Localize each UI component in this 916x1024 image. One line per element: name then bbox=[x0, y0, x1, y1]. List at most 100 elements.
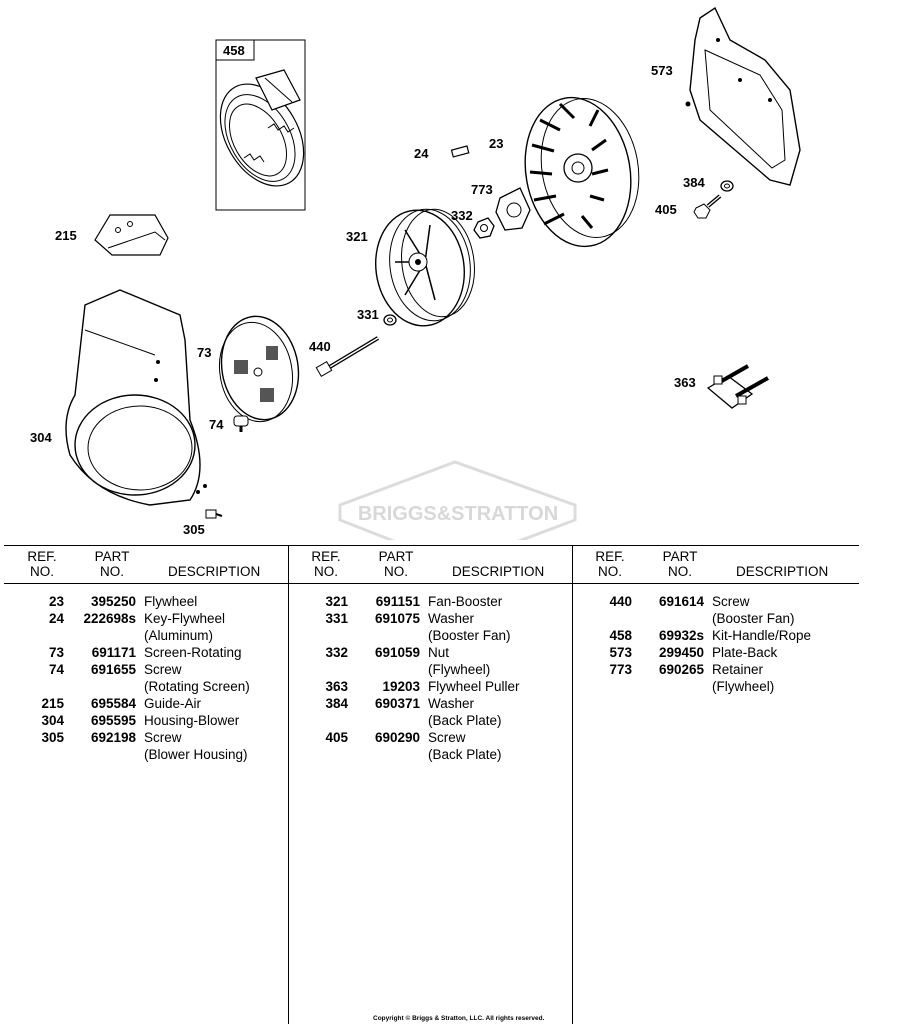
callout-321: 321 bbox=[346, 229, 368, 244]
callout-773: 773 bbox=[471, 182, 493, 197]
copyright-notice: Copyright © Briggs & Stratton, LLC. All … bbox=[373, 1015, 545, 1022]
flywheel-retainer-part bbox=[495, 187, 531, 231]
description: Screen-Rotating bbox=[144, 645, 242, 660]
description: Screw (Back Plate) bbox=[428, 730, 502, 762]
table-row: 304 695595 Housing-Blower bbox=[18, 712, 286, 729]
callout-332: 332 bbox=[451, 208, 473, 223]
table-header-rule bbox=[4, 583, 859, 584]
ref-no: 321 bbox=[325, 594, 348, 609]
description: Flywheel bbox=[144, 594, 198, 609]
ref-no: 304 bbox=[41, 713, 64, 728]
description: Plate-Back bbox=[712, 645, 778, 660]
part-no-header: PART NO. bbox=[662, 549, 698, 579]
ref-no: 215 bbox=[41, 696, 64, 711]
part-no: 690371 bbox=[374, 696, 420, 711]
ref-no: 405 bbox=[325, 730, 348, 745]
back-plate-washer-part bbox=[720, 180, 734, 192]
description: Fan-Booster bbox=[428, 594, 503, 609]
part-no: 691171 bbox=[91, 645, 136, 660]
description: Housing-Blower bbox=[144, 713, 240, 728]
table-row: 24 222698s Key-Flywheel (Aluminum) bbox=[18, 610, 286, 644]
part-no: 299450 bbox=[658, 645, 704, 660]
part-no: 222698s bbox=[83, 611, 136, 626]
callout-405: 405 bbox=[655, 202, 677, 217]
part-no: 19203 bbox=[382, 679, 420, 694]
ref-no: 363 bbox=[325, 679, 348, 694]
flywheel-part bbox=[524, 96, 640, 248]
description: Screw (Blower Housing) bbox=[144, 730, 248, 762]
table-row: 331 691075 Washer (Booster Fan) bbox=[302, 610, 570, 644]
column-divider-2 bbox=[572, 545, 573, 1024]
booster-fan-screw-part bbox=[315, 336, 380, 378]
watermark-text: BRIGGS&STRATTON bbox=[358, 503, 558, 525]
table-row: 305 692198 Screw (Blower Housing) bbox=[18, 729, 286, 763]
description: Kit-Handle/Rope bbox=[712, 628, 812, 643]
part-no: 691614 bbox=[658, 594, 704, 609]
table-row: 363 19203 Flywheel Puller bbox=[302, 678, 570, 695]
flywheel-puller-part bbox=[706, 364, 769, 409]
flywheel-nut-part bbox=[473, 217, 495, 239]
callout-458: 458 bbox=[223, 43, 245, 58]
handle-rope-kit-box bbox=[215, 39, 306, 211]
description: Washer (Back Plate) bbox=[428, 696, 502, 728]
exploded-parts-diagram: BRIGGS&STRATTON bbox=[30, 6, 801, 540]
description: Key-Flywheel (Aluminum) bbox=[144, 611, 226, 643]
callout-24: 24 bbox=[414, 146, 429, 161]
ref-no: 73 bbox=[48, 645, 64, 660]
description: Retainer (Flywheel) bbox=[712, 662, 775, 694]
column-divider-1 bbox=[288, 545, 289, 1024]
callout-73: 73 bbox=[197, 345, 211, 360]
part-no: 695584 bbox=[90, 696, 136, 711]
callout-573: 573 bbox=[651, 63, 673, 78]
description: Washer (Booster Fan) bbox=[428, 611, 511, 643]
callout-363: 363 bbox=[674, 375, 696, 390]
housing-screw-part bbox=[205, 509, 223, 519]
ref-no: 458 bbox=[609, 628, 632, 643]
callout-331: 331 bbox=[357, 307, 379, 322]
ref-no: 305 bbox=[41, 730, 64, 745]
brand-watermark: BRIGGS&STRATTON bbox=[338, 460, 577, 540]
part-no: 395250 bbox=[90, 594, 136, 609]
blower-housing-part bbox=[65, 289, 207, 506]
ref-no: 24 bbox=[48, 611, 64, 626]
description-header: DESCRIPTION bbox=[452, 564, 545, 579]
table-row: 458 69932s Kit-Handle/Rope bbox=[586, 627, 854, 644]
ref-no: 573 bbox=[609, 645, 632, 660]
callout-215: 215 bbox=[55, 228, 77, 243]
description: Flywheel Puller bbox=[428, 679, 520, 694]
table-row: 73 691171 Screen-Rotating bbox=[18, 644, 286, 661]
part-no: 695595 bbox=[90, 713, 136, 728]
ref-no: 331 bbox=[325, 611, 348, 626]
ref-no: 332 bbox=[325, 645, 348, 660]
back-plate-part bbox=[685, 6, 801, 186]
part-no-header: PART NO. bbox=[94, 549, 130, 579]
booster-fan-part bbox=[374, 208, 475, 327]
ref-no: 74 bbox=[48, 662, 64, 677]
callout-440: 440 bbox=[309, 339, 331, 354]
ref-no: 773 bbox=[609, 662, 632, 677]
part-no: 692198 bbox=[90, 730, 136, 745]
callout-304: 304 bbox=[30, 430, 52, 445]
part-no: 69932s bbox=[658, 628, 704, 643]
part-no: 691655 bbox=[90, 662, 136, 677]
rotating-screen-part bbox=[218, 315, 300, 423]
callout-384: 384 bbox=[683, 175, 705, 190]
callout-74: 74 bbox=[209, 417, 224, 432]
ref-no-header: REF. NO. bbox=[27, 549, 57, 579]
callout-305: 305 bbox=[183, 522, 205, 537]
back-plate-screw-part bbox=[693, 194, 722, 219]
part-no: 691075 bbox=[374, 611, 420, 626]
booster-fan-washer-part bbox=[383, 314, 397, 326]
screen-screw-part bbox=[233, 415, 249, 432]
